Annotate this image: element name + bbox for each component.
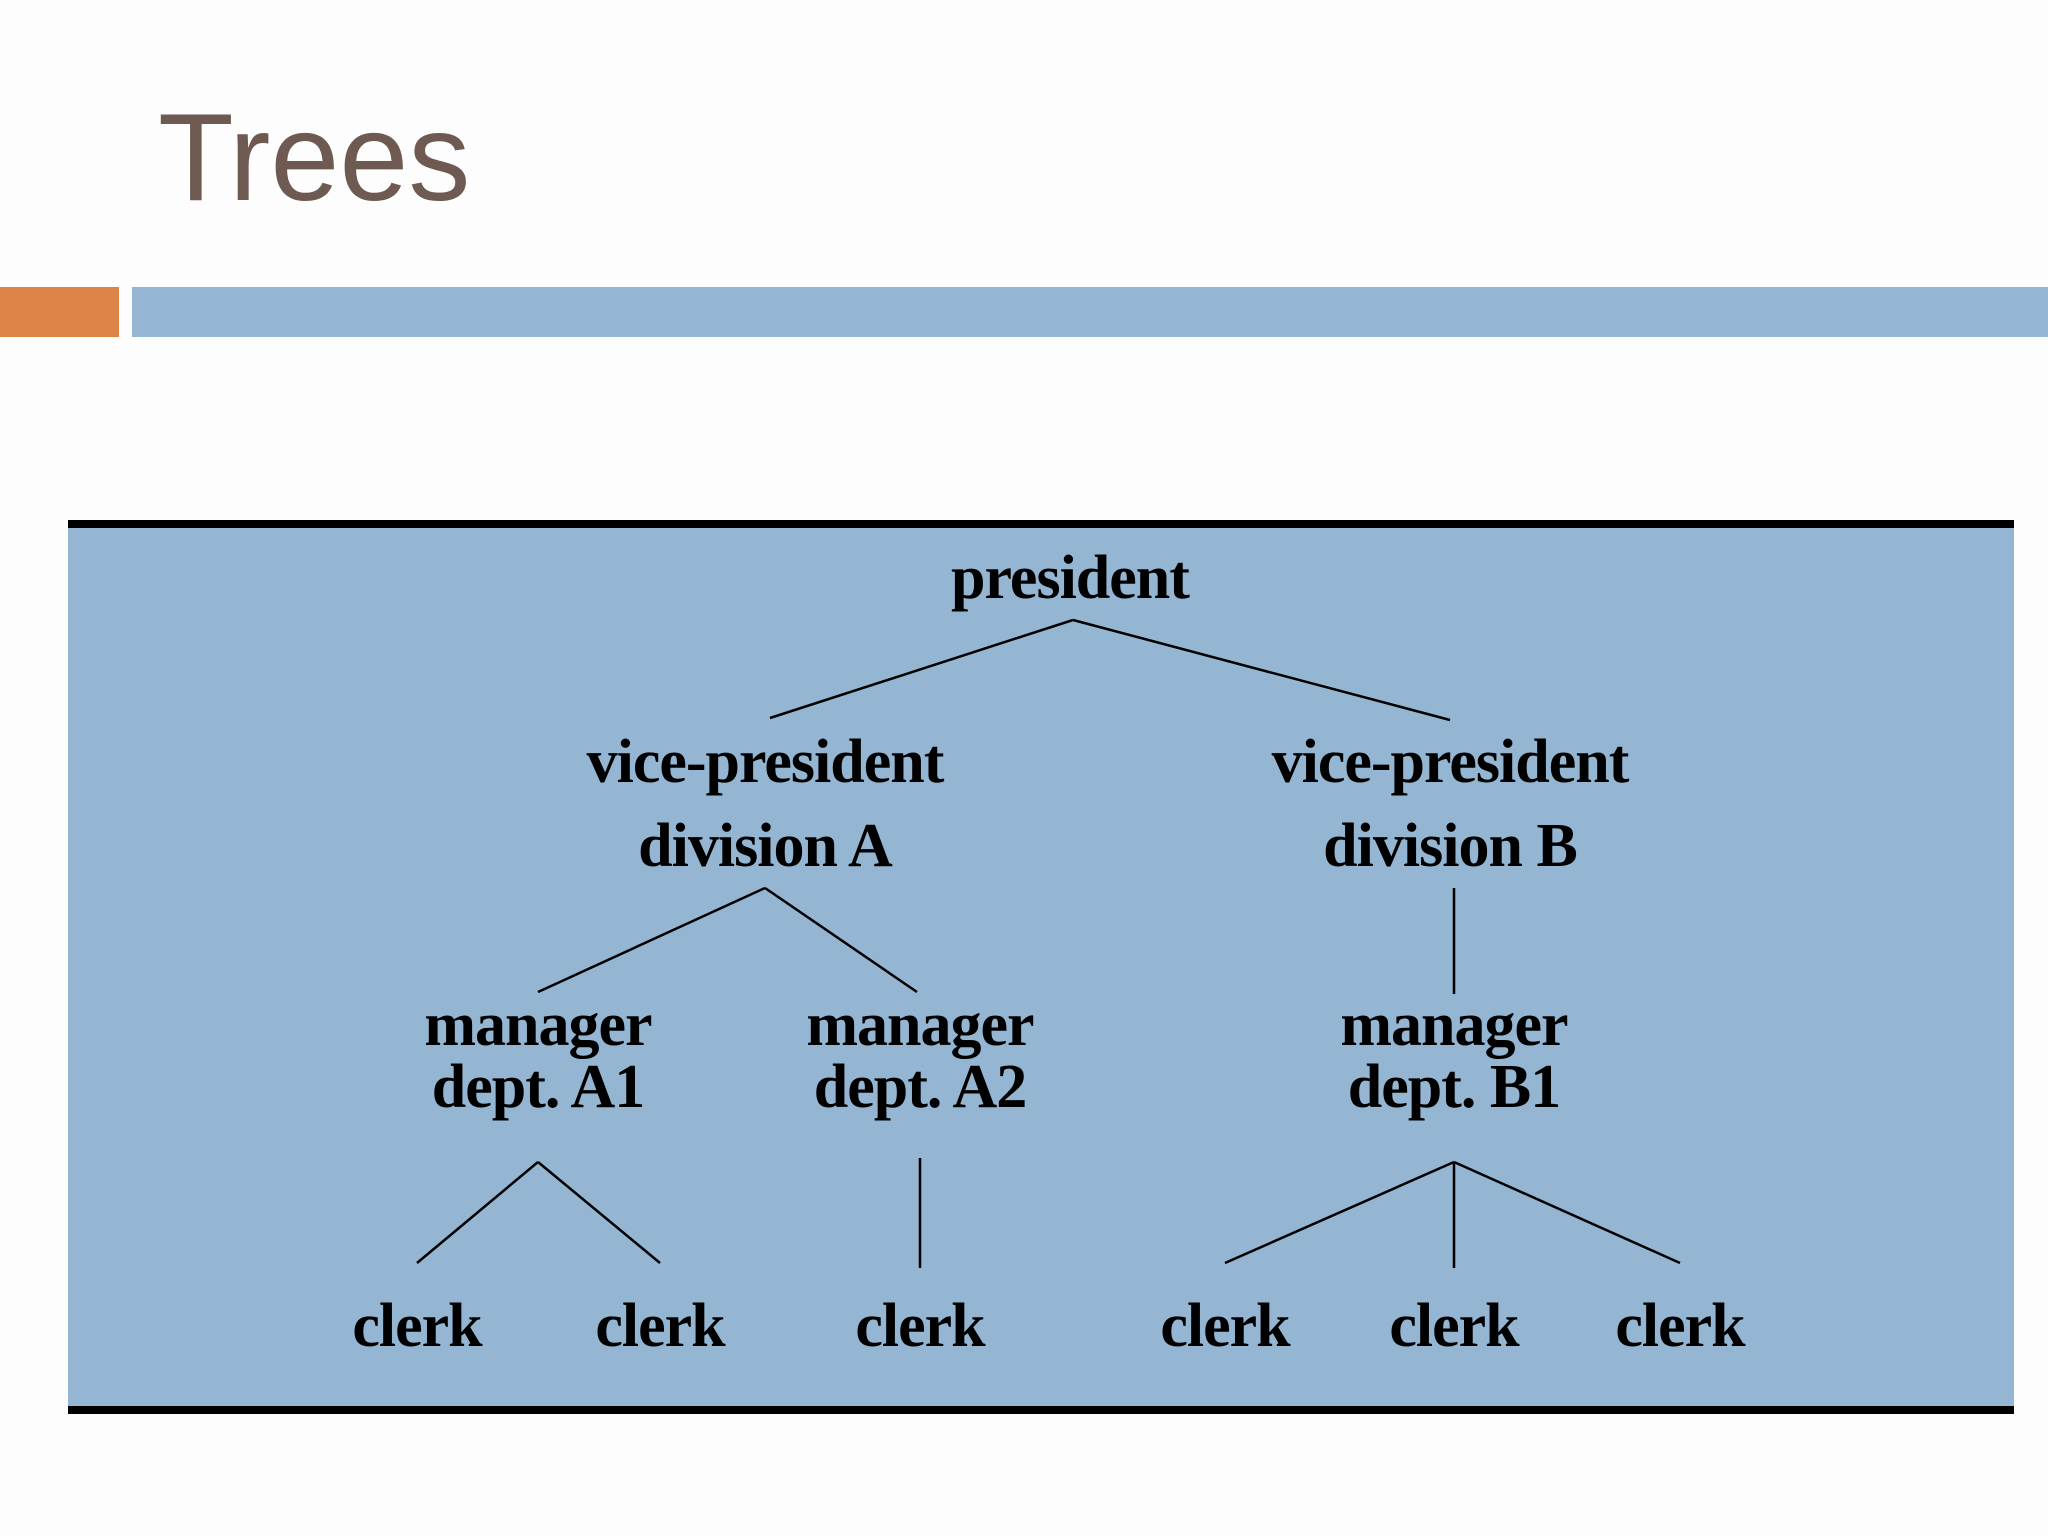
node-clerk-5: clerk [1389, 1292, 1519, 1360]
edge-mgr-b1-clerk-4 [1224, 1160, 1455, 1265]
node-president-label: president [951, 544, 1190, 612]
node-clerk-6: clerk [1615, 1292, 1745, 1360]
diagram-panel [68, 523, 2014, 1412]
slide-title: Trees [158, 89, 471, 227]
edge-president-vp-b [1072, 618, 1451, 722]
title-accent-blue-bar [132, 287, 2048, 337]
node-mgr-a1-line1: manager [424, 991, 652, 1059]
node-clerk-2: clerk [595, 1292, 725, 1360]
node-vp-a-line1: vice-president [586, 728, 945, 796]
node-clerk-1: clerk [352, 1292, 482, 1360]
node-mgr-a1-line2: dept. A1 [431, 1053, 645, 1121]
node-manager-a1: manager dept. A1 [424, 991, 652, 1121]
edge-mgr-b1-clerk-6 [1453, 1160, 1681, 1265]
edge-mgr-a1-clerk-2 [537, 1161, 661, 1264]
node-vp-a-line2: division A [638, 812, 893, 880]
diagram-bottom-rule [68, 1406, 2014, 1414]
node-vp-division-b: vice-president division B [1271, 720, 1630, 888]
node-vp-b-line2: division B [1323, 812, 1578, 880]
node-vp-division-a: vice-president division A [586, 720, 945, 888]
node-manager-b1: manager dept. B1 [1340, 991, 1568, 1121]
node-president: president [951, 536, 1190, 620]
node-clerk-4: clerk [1160, 1292, 1290, 1360]
diagram-top-rule [68, 520, 2014, 528]
node-vp-b-line1: vice-president [1271, 728, 1630, 796]
title-accent-orange-bar [0, 287, 119, 337]
node-mgr-a2-line1: manager [806, 991, 1034, 1059]
edge-mgr-a1-clerk-1 [416, 1161, 539, 1264]
edge-vp-a-mgr-a1 [537, 886, 766, 994]
node-mgr-b1-line2: dept. B1 [1347, 1053, 1561, 1121]
node-mgr-b1-line1: manager [1340, 991, 1568, 1059]
node-clerk-3: clerk [855, 1292, 985, 1360]
node-manager-a2: manager dept. A2 [806, 991, 1034, 1121]
edge-president-vp-a [769, 618, 1074, 720]
node-mgr-a2-line2: dept. A2 [813, 1053, 1027, 1121]
edge-vp-a-mgr-a2 [764, 886, 918, 994]
